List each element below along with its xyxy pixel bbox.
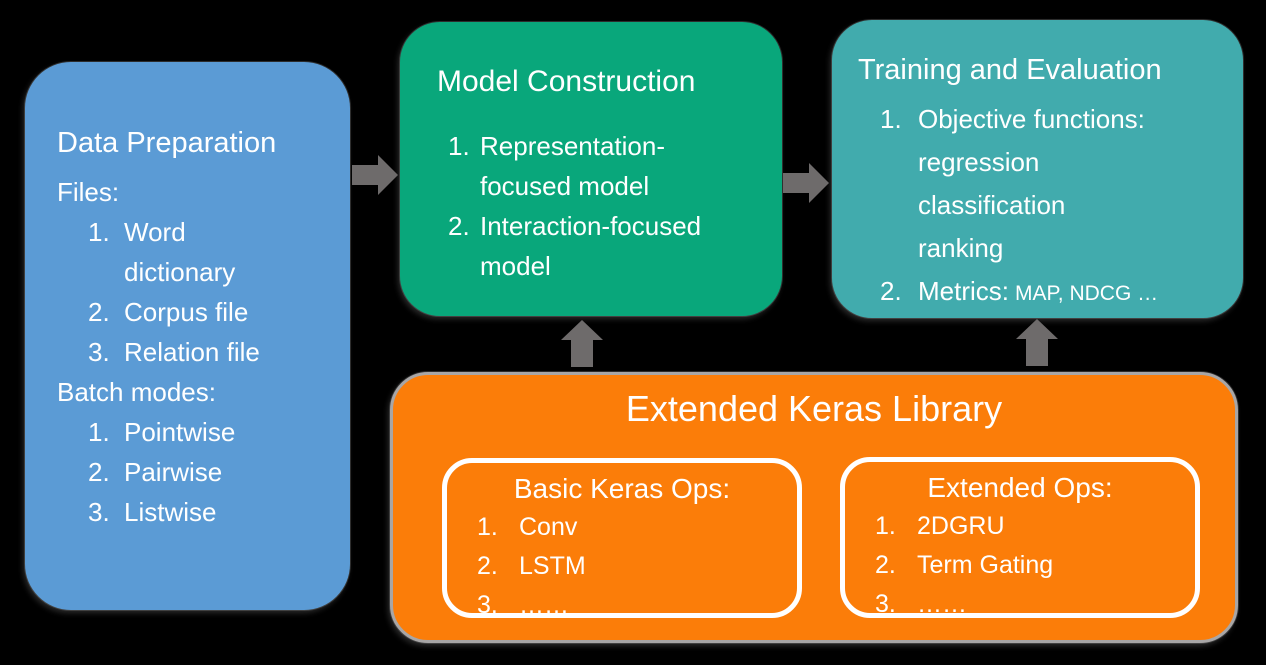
arrow-shaft [352, 165, 378, 185]
list-item-number: 1. [88, 217, 110, 247]
list-item: regression [880, 142, 1243, 185]
basic-keras-ops-title: Basic Keras Ops: [513, 473, 731, 504]
list-item-text: Pairwise [124, 457, 223, 487]
list-item: focused model [448, 166, 782, 206]
list-item: Batch modes: [57, 372, 350, 412]
list-item: 2. Metrics: MAP, NDCG … [880, 271, 1243, 314]
basic-keras-ops-list: 1. Conv 2. LSTM 3. …… [447, 508, 797, 625]
training-evaluation-list: 1. Objective functions: regression classi… [832, 99, 1243, 314]
list-item: model [448, 246, 782, 286]
list-item-number: 1. [477, 513, 498, 541]
extended-keras-library-title: Extended Keras Library [625, 388, 1003, 429]
list-item-text: Objective functions: [918, 104, 1145, 134]
list-item-text: Listwise [124, 497, 217, 527]
list-item-text: focused model [480, 171, 650, 201]
data-preparation-title: Data Preparation [57, 127, 277, 159]
list-item: 2. Interaction-focused [448, 206, 782, 246]
list-item-text: …… [917, 590, 967, 618]
list-item-text: model [480, 251, 551, 281]
arrow-shaft [571, 340, 593, 367]
list-item: 2. Pairwise [57, 452, 350, 492]
list-item: 1. Objective functions: [880, 99, 1243, 142]
extended-ops-box: Extended Ops: 1. 2DGRU 2. Term Gating 3. …… [840, 457, 1200, 618]
list-item-text: Batch modes: [57, 377, 216, 407]
extended-ops-list: 1. 2DGRU 2. Term Gating 3. …… [845, 507, 1195, 624]
data-preparation-list: Files: 1. Word dictionary 2. Corpus file 3… [25, 172, 350, 532]
training-evaluation-title: Training and Evaluation [858, 54, 1162, 86]
list-item: classification [880, 185, 1243, 228]
list-item-text: Pointwise [124, 417, 236, 447]
list-item: 3. …… [875, 585, 1195, 624]
arrow-up-keras-to-model-icon [561, 320, 603, 367]
arrow-head [378, 155, 398, 195]
list-item-text: Relation file [124, 337, 260, 367]
arrow-shaft [783, 173, 809, 193]
arrow-head [809, 163, 829, 203]
list-item-text: Conv [519, 513, 578, 541]
list-item-number: 2. [875, 551, 896, 579]
list-item: 2. LSTM [477, 547, 797, 586]
list-item: 3. Listwise [57, 492, 350, 532]
list-item-number: 3. [88, 497, 110, 527]
list-item-number: 2. [448, 211, 470, 241]
list-item-text: Representation- [480, 131, 665, 161]
list-item-number: 1. [875, 512, 896, 540]
extended-keras-library-box: Extended Keras Library Basic Keras Ops: … [390, 372, 1238, 643]
list-item-number: 3. [477, 591, 498, 619]
list-item-number: 2. [88, 457, 110, 487]
list-item-number: 2. [88, 297, 110, 327]
list-item: 2. Corpus file [57, 292, 350, 332]
list-item-number: 1. [448, 131, 470, 161]
list-item: 2. Term Gating [875, 546, 1195, 585]
list-item: Files: [57, 172, 350, 212]
extended-ops-title: Extended Ops: [927, 472, 1113, 503]
list-item-text: classification [918, 190, 1066, 220]
list-item-text: Term Gating [917, 551, 1054, 579]
arrow-right-model-to-training-icon [783, 163, 829, 203]
list-item-text: ranking [918, 233, 1004, 263]
list-item-text: LSTM [519, 552, 586, 580]
model-construction-box: Model Construction 1. Representation- foc… [400, 22, 782, 316]
list-item-text: Corpus file [124, 297, 249, 327]
list-item-text: 2DGRU [917, 512, 1005, 540]
arrow-head [561, 320, 603, 340]
list-item: 1. Representation- [448, 126, 782, 166]
data-preparation-box: Data Preparation Files: 1. Word dictionar… [25, 62, 350, 610]
list-item: 1. Pointwise [57, 412, 350, 452]
training-evaluation-box: Training and Evaluation 1. Objective func… [832, 20, 1243, 318]
model-construction-title: Model Construction [437, 65, 696, 98]
list-item-number: 2. [880, 276, 902, 306]
list-item: 1. Conv [477, 508, 797, 547]
arrow-right-data-to-model-icon [352, 155, 398, 195]
model-construction-list: 1. Representation- focused model 2. Intera… [400, 126, 782, 286]
arrow-shaft [1026, 339, 1048, 366]
list-item: 1. 2DGRU [875, 507, 1195, 546]
list-item-number: 1. [880, 104, 902, 134]
list-item-text: Metrics: [918, 276, 1009, 306]
list-item-text: …… [519, 591, 569, 619]
list-item-text: Word [124, 217, 186, 247]
list-item-number: 3. [88, 337, 110, 367]
list-item-number: 3. [875, 590, 896, 618]
list-item-number: 2. [477, 552, 498, 580]
list-item-small-text: MAP, NDCG … [1015, 282, 1159, 305]
list-item-text: Interaction-focused [480, 211, 702, 241]
arrow-head [1016, 319, 1058, 339]
list-item: dictionary [57, 252, 350, 292]
arrow-up-keras-to-training-icon [1016, 319, 1058, 366]
list-item: 3. Relation file [57, 332, 350, 372]
list-item: 1. Word [57, 212, 350, 252]
list-item-text: Files: [57, 177, 120, 207]
list-item: ranking [880, 228, 1243, 271]
list-item-text: dictionary [124, 257, 236, 287]
list-item: 3. …… [477, 586, 797, 625]
list-item-text: regression [918, 147, 1040, 177]
list-item-number: 1. [88, 417, 110, 447]
basic-keras-ops-box: Basic Keras Ops: 1. Conv 2. LSTM 3. …… [442, 458, 802, 619]
